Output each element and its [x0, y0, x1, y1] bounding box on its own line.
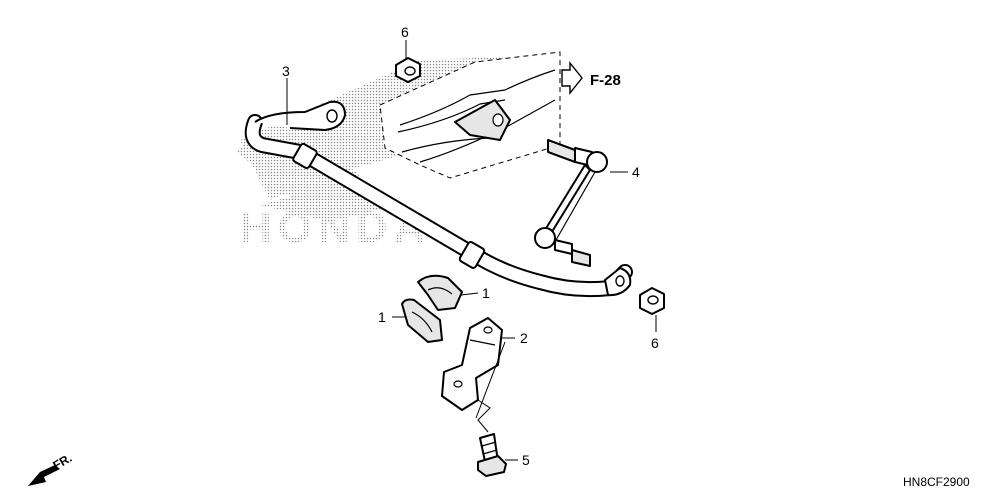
callout-4: 4: [632, 164, 640, 180]
callout-labels: 6 3 4 1 1 2 6 5: [282, 24, 659, 468]
front-indicator: FR.: [28, 451, 74, 486]
reference-arrow: F-28: [561, 61, 621, 95]
callout-3: 3: [282, 63, 290, 79]
flange-bolt: [477, 433, 507, 477]
callout-1-lower: 1: [378, 309, 386, 325]
frame-section: [379, 51, 561, 179]
callout-5: 5: [522, 452, 530, 468]
stabilizer-bar: [244, 100, 633, 298]
callout-6-upper: 6: [401, 24, 409, 40]
nut-upper: [395, 57, 421, 83]
stabilizer-link: [534, 139, 608, 267]
bushing-lower: [401, 298, 443, 343]
front-arrow-icon: [28, 465, 60, 486]
callout-1-upper: 1: [482, 285, 490, 301]
reference-label: F-28: [590, 72, 621, 89]
callout-6-lower: 6: [651, 335, 659, 351]
leader-lines: [286, 40, 657, 461]
nut-lower: [639, 287, 665, 315]
reference-arrow-icon: [561, 61, 583, 95]
bushing-upper: [417, 274, 463, 311]
callout-2: 2: [520, 330, 528, 346]
diagram-code: HN8CF2900: [903, 475, 970, 489]
stabilizer-holder: [441, 317, 503, 411]
